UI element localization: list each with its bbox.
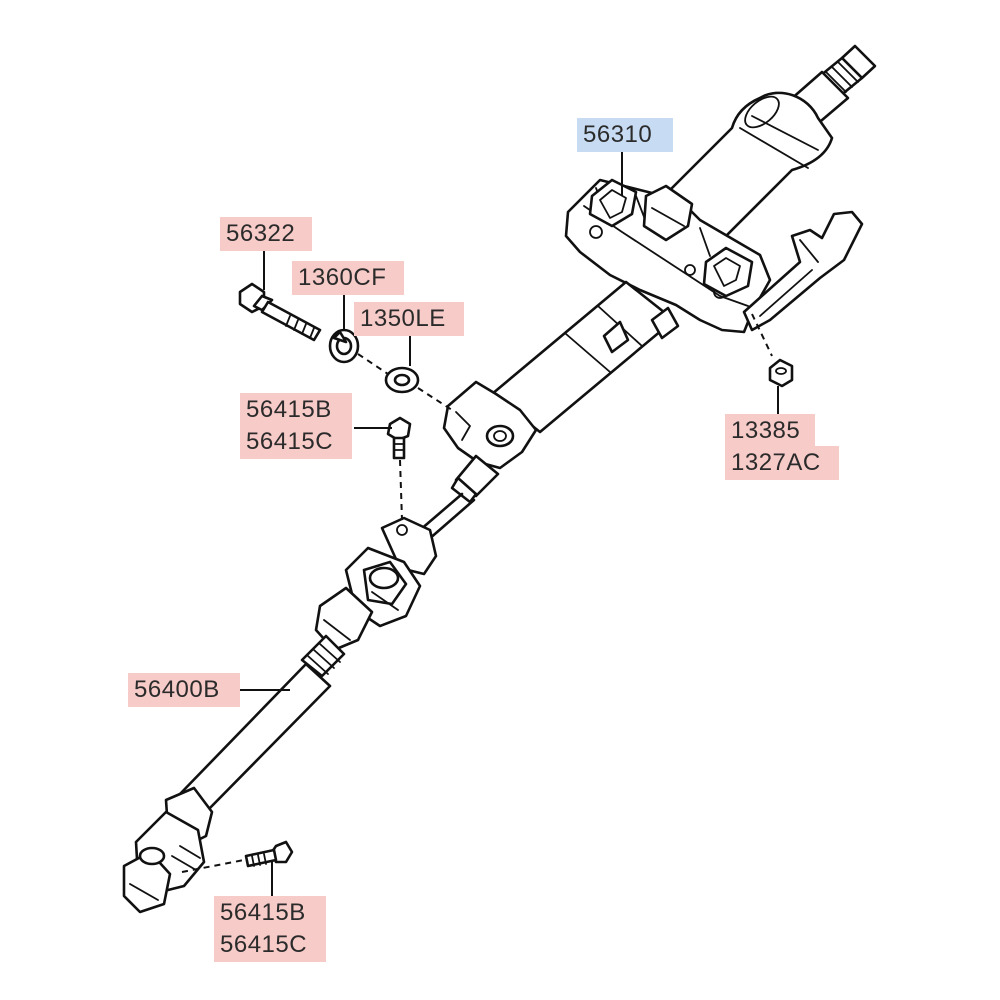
leader-lines (240, 150, 779, 896)
bolt-56322 (238, 282, 322, 342)
part-label-56415C-lower[interactable]: 56415C (214, 928, 326, 962)
steering-column-assembly (442, 44, 877, 504)
washer-1350LE (384, 366, 420, 394)
part-label-56415B-lower[interactable]: 56415B (214, 896, 326, 930)
part-label-56322[interactable]: 56322 (220, 217, 312, 251)
bolt-56415-upper (386, 416, 412, 460)
part-label-56310[interactable]: 56310 (577, 118, 673, 152)
bolt-56415-lower (244, 840, 294, 868)
part-label-56400B[interactable]: 56400B (128, 673, 240, 707)
part-label-56415B-upper[interactable]: 56415B (240, 393, 352, 427)
washer-1360CF (328, 328, 360, 364)
part-label-56415C-upper[interactable]: 56415C (240, 425, 352, 459)
nut-13385 (768, 358, 794, 388)
alignment-dashes (181, 313, 773, 873)
part-label-1360CF[interactable]: 1360CF (292, 261, 404, 295)
part-label-1350LE[interactable]: 1350LE (354, 302, 464, 336)
part-label-1327AC[interactable]: 1327AC (725, 446, 839, 480)
part-label-13385[interactable]: 13385 (725, 414, 815, 448)
